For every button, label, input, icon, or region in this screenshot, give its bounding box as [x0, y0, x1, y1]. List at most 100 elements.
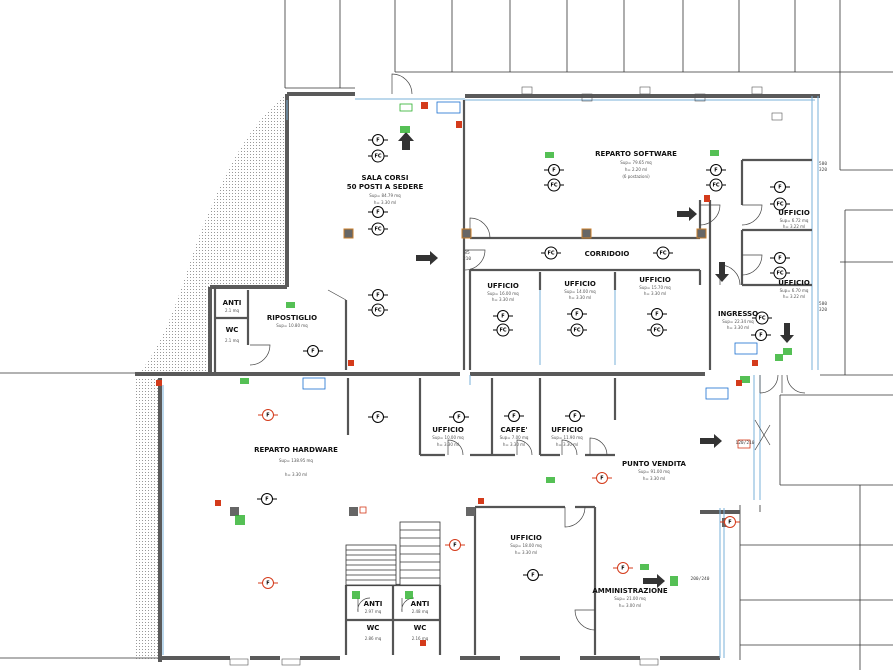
svg-text:F: F — [552, 167, 555, 173]
detector-fc-icon-1: FC — [368, 149, 388, 163]
room-label-anti-b2: ANTI — [411, 600, 430, 608]
room-label-punto-vendita: PUNTO VENDITA — [622, 460, 687, 468]
extinguisher-f-icon-28: F — [565, 410, 585, 422]
green-area-hatch — [140, 95, 285, 372]
detector-fc-icon-13: FC — [770, 266, 790, 280]
room-height-amministrazione: h= 3.00 ml — [619, 603, 641, 608]
detector-fc-icon-17: FC — [493, 323, 513, 337]
room-area-wc-b2: 2.16 mq — [412, 636, 429, 641]
extinguisher-f-icon-35: F — [523, 569, 543, 581]
room-label-wc-b1: WC — [367, 624, 380, 632]
detector-fc-icon-15: FC — [653, 246, 673, 260]
extinguisher-f-icon-4: F — [368, 289, 388, 301]
room-label-ufficio-c1: UFFICIO — [487, 282, 519, 290]
detector-fc-icon-3: FC — [368, 222, 388, 236]
extinguisher-f-icon-31: F — [258, 577, 278, 589]
arrow-right-icon-4 — [643, 574, 665, 588]
extinguisher-f-icon-2: F — [368, 206, 388, 218]
room-height-ufficio-c2: h= 3.30 ml — [569, 295, 591, 300]
dim-200-240: 200/240 — [691, 576, 710, 582]
extinguisher-f-icon-6: F — [544, 164, 564, 176]
svg-text:F: F — [376, 292, 379, 298]
extinguisher-f-icon-8: F — [706, 164, 726, 176]
svg-text:FC: FC — [776, 270, 783, 276]
dim-320-top: 320 — [819, 167, 827, 173]
extinguisher-f-icon-18: F — [567, 308, 587, 320]
arrow-right-icon — [416, 251, 438, 265]
exterior-walls — [135, 92, 820, 662]
svg-text:FC: FC — [547, 250, 554, 256]
room-height-reparto-software: h= 2.20 ml — [625, 167, 647, 172]
dim-120-210: 120/210 — [736, 440, 755, 446]
exit-arrows — [398, 132, 794, 588]
ground-hatch-left — [136, 378, 160, 660]
dim-580-bottom: 580 — [819, 301, 827, 307]
room-label-amministrazione: AMMINISTRAZIONE — [592, 587, 668, 595]
extinguisher-f-icon-33: F — [592, 472, 612, 484]
svg-text:FC: FC — [550, 182, 557, 188]
room-label-wc-top: WC — [226, 326, 239, 334]
room-label-ufficio-r1: UFFICIO — [778, 209, 810, 217]
room-area-ufficio-c2: Sup= 14.00 mq — [564, 289, 596, 294]
room-area-ufficio-r2: Sup= 6.70 mq — [780, 288, 809, 293]
room-area-sala-corsi: Sup= 84.79 mq — [369, 193, 401, 198]
svg-text:F: F — [759, 332, 762, 338]
svg-text:FC: FC — [776, 201, 783, 207]
dimension-labels: 580 320 580 320 85 210 120/210 200/240 — [463, 161, 827, 582]
room-height-sala-corsi: h= 3.30 ml — [374, 200, 396, 205]
extinguisher-f-icon-34: F — [613, 562, 633, 574]
detector-fc-icon-7: FC — [544, 178, 564, 192]
svg-text:F: F — [457, 414, 460, 420]
room-height-ufficio-h1: h= 3.30 ml — [437, 442, 459, 447]
svg-text:F: F — [778, 184, 781, 190]
interior-partitions — [213, 100, 812, 655]
extinguisher-f-icon-27: F — [504, 410, 524, 422]
room-area-ufficio-h1: Sup= 10.00 mq — [432, 435, 464, 440]
room-area-reparto-hardware: Sup= 138.95 mq — [279, 458, 313, 463]
svg-text:F: F — [778, 255, 781, 261]
room-area-ufficio-h2: Sup= 11.90 mq — [551, 435, 583, 440]
room-height-ufficio-r1: h= 3.22 ml — [783, 224, 805, 229]
svg-text:F: F — [311, 348, 314, 354]
room-area-ripostiglio: Sup= 10.80 mq — [276, 323, 308, 328]
detector-fc-icon-9: FC — [706, 178, 726, 192]
extinguisher-f-icon-30: F — [257, 493, 277, 505]
svg-text:F: F — [655, 311, 658, 317]
room-area-anti-b1: 2.97 mq — [365, 609, 382, 614]
room-label-ufficio-r2: UFFICIO — [778, 279, 810, 287]
svg-text:F: F — [376, 414, 379, 420]
extinguisher-f-icon-20: F — [647, 308, 667, 320]
extinguisher-f-icon-29: F — [258, 409, 278, 421]
svg-text:FC: FC — [758, 315, 765, 321]
room-area-wc-b1: 2.86 mq — [365, 636, 382, 641]
room-height-caffe: h= 3.30 ml — [503, 442, 525, 447]
room-area-anti-b2: 2.48 mq — [412, 609, 429, 614]
svg-text:F: F — [714, 167, 717, 173]
room-area-punto-vendita: Sup= 91.00 mq — [638, 469, 670, 474]
svg-text:F: F — [573, 413, 576, 419]
extinguisher-f-icon-25: F — [368, 411, 388, 423]
svg-text:FC: FC — [374, 226, 381, 232]
room-label-reparto-software: REPARTO SOFTWARE — [595, 150, 677, 158]
dim-210: 210 — [463, 256, 471, 262]
room-area-ufficio-b: Sup= 18.00 mq — [510, 543, 542, 548]
room-label-sala-corsi: SALA CORSI — [362, 174, 409, 182]
room-label-ufficio-b: UFFICIO — [510, 534, 542, 542]
room-area-wc-top: 2.1 mq — [225, 338, 240, 343]
glazing-lines — [162, 96, 819, 658]
extinguisher-f-icon-32: F — [445, 539, 465, 551]
room-label-corridoio: CORRIDOIO — [585, 250, 630, 258]
detector-fc-icon-14: FC — [541, 246, 561, 260]
room-area-ingresso: Sup= 22.34 mq — [722, 319, 754, 324]
dim-320-bottom: 320 — [819, 307, 827, 313]
extinguisher-f-icon-12: F — [770, 252, 790, 264]
svg-text:F: F — [531, 572, 534, 578]
arrow-right-icon-3 — [700, 434, 722, 448]
dim-85: 85 — [464, 250, 470, 256]
room-height-ufficio-b: h= 3.30 ml — [515, 550, 537, 555]
room-label-ripostiglio: RIPOSTIGLIO — [267, 314, 317, 322]
extinguisher-f-icon-16: F — [493, 310, 513, 322]
